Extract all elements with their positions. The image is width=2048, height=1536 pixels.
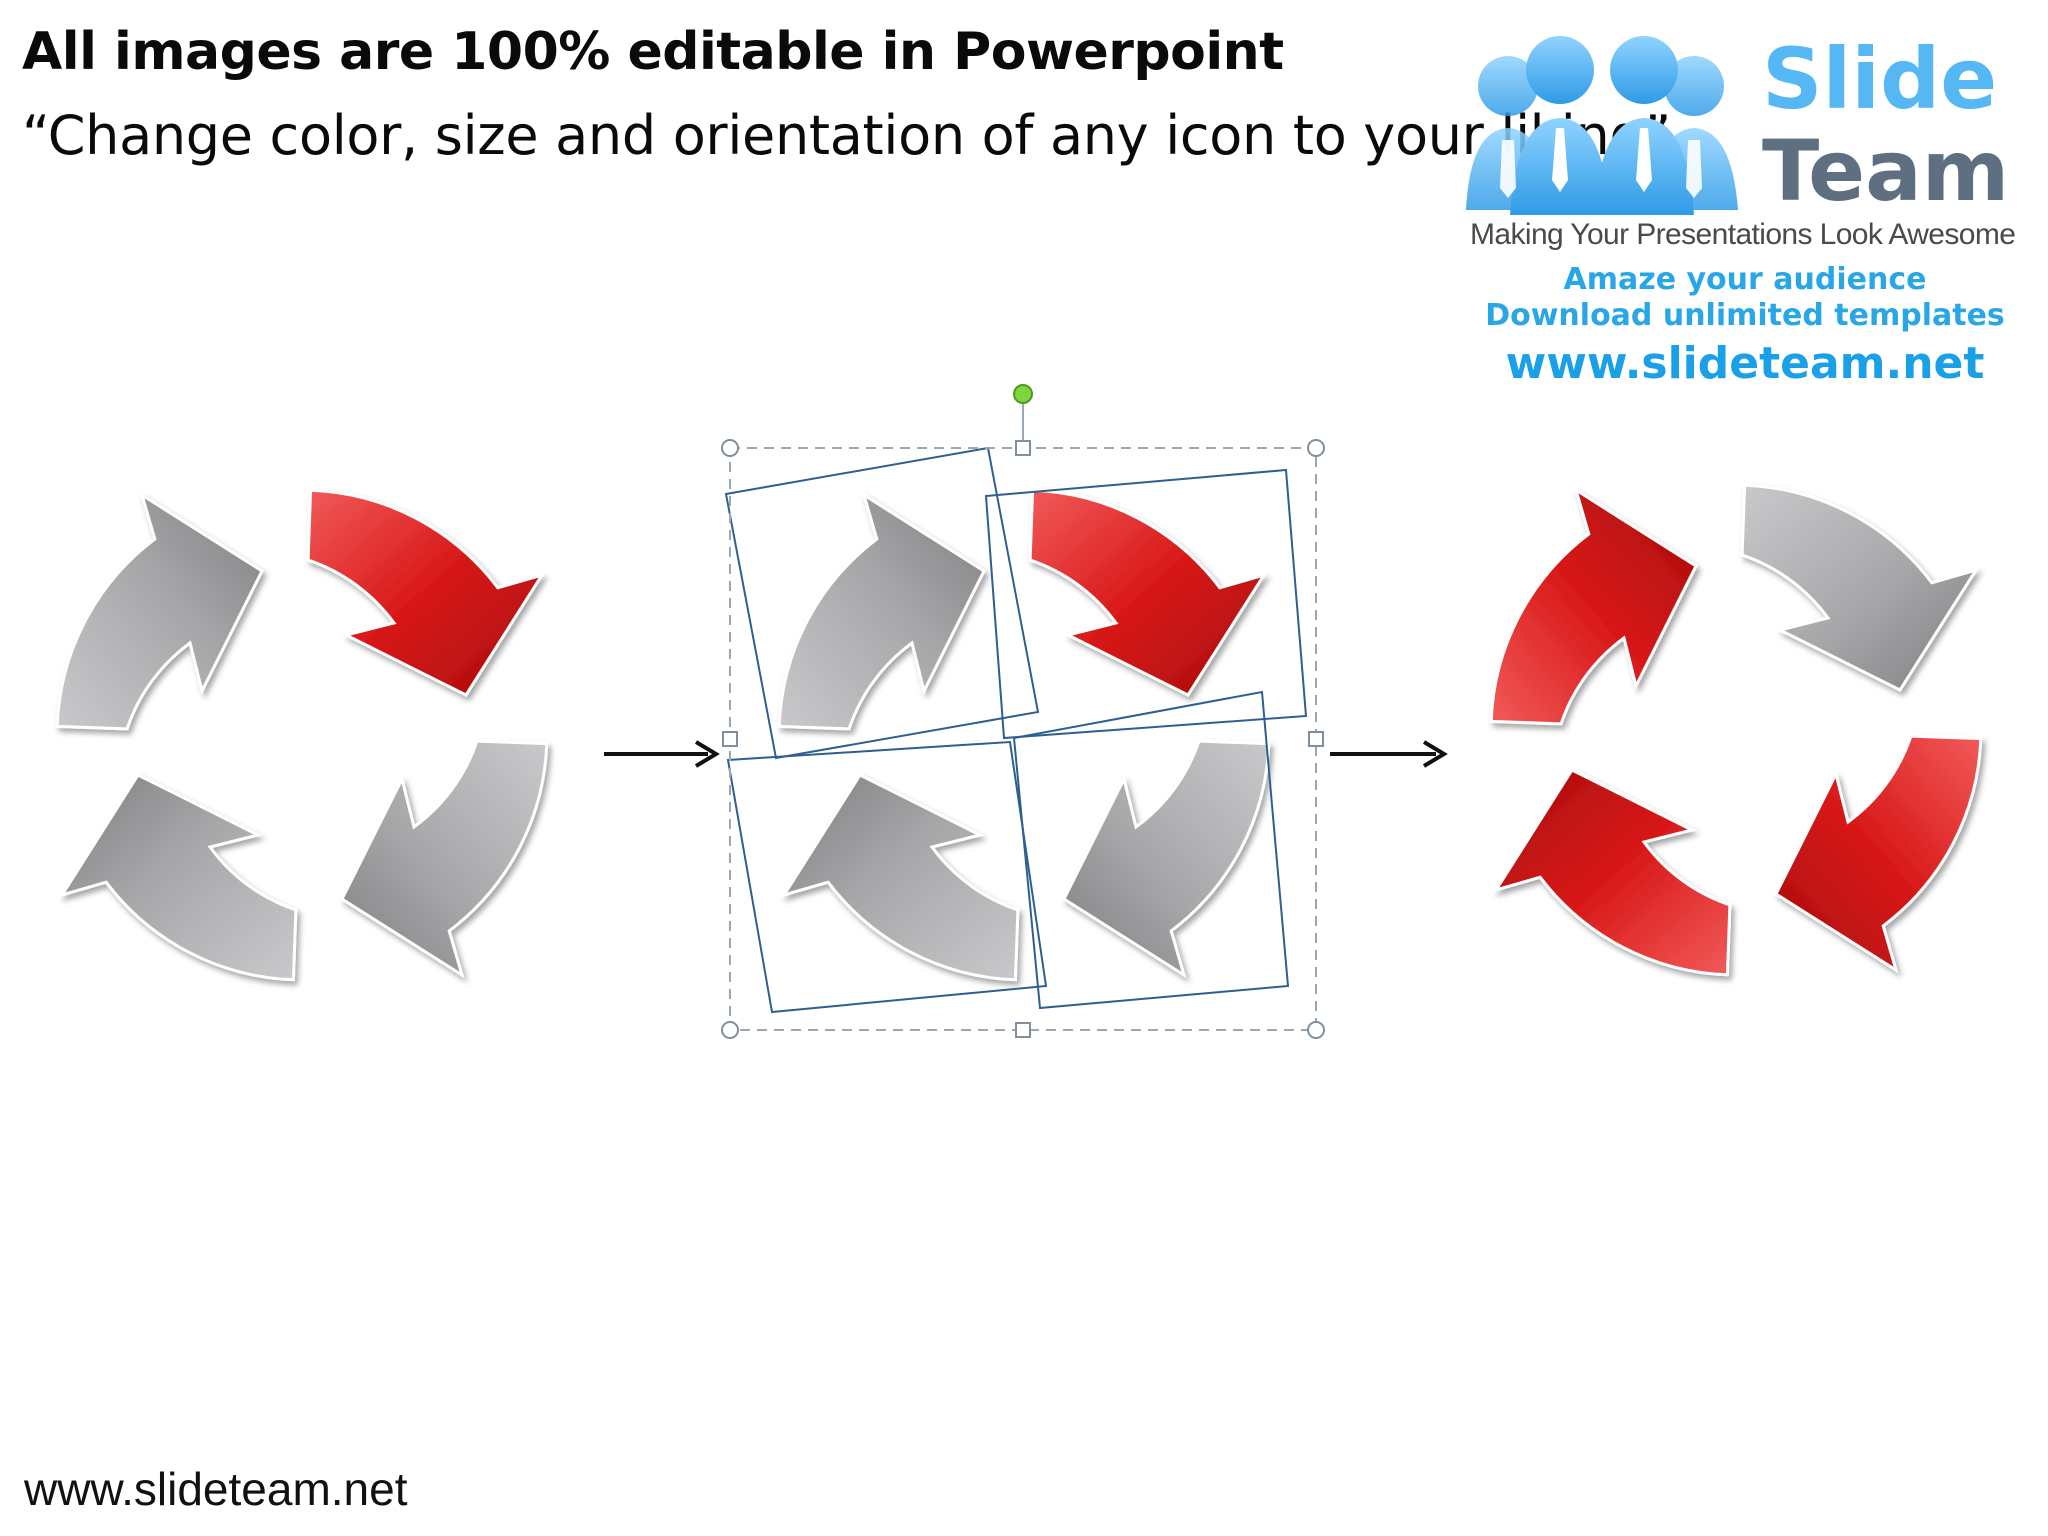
resize-handle-icon[interactable] [1015,440,1031,456]
logo-url-link[interactable]: www.slideteam.net [1505,338,1985,389]
cycle-arrow-red[interactable] [1774,734,1983,972]
original-cycle[interactable] [55,488,549,982]
rotation-handle-icon[interactable] [1013,384,1033,404]
cycle-arrow-gray[interactable] [782,773,1020,982]
flow-arrow-icon [1330,740,1448,768]
logo-promo-templates: Download unlimited templates [1485,298,2005,333]
cycle-arrow-gray[interactable] [55,493,264,731]
resize-handle-icon[interactable] [721,439,739,457]
resize-handle-icon[interactable] [1015,1022,1031,1038]
subheadline: “Change color, size and orientation of a… [22,104,1672,167]
resize-handle-icon[interactable] [1308,731,1324,747]
logo-word-slide: Slide [1762,30,1998,128]
cycle-arrow-red[interactable] [1489,488,1698,726]
resize-handle-icon[interactable] [722,731,738,747]
logo-tagline: Making Your Presentations Look Awesome [1470,218,2016,251]
flow-arrow-icon [604,740,720,768]
cycle-arrow-gray[interactable] [1062,739,1271,977]
cycle-arrow-gray[interactable] [1740,483,1978,692]
people-logo-icon [1466,36,1738,215]
cycle-arrow-red[interactable] [1028,488,1266,697]
logo-word-team: Team [1762,122,2010,220]
cycle-arrow-red[interactable] [306,488,544,697]
recolored-cycle[interactable] [1489,483,1983,977]
shape-selection-boxes[interactable] [724,446,1308,1014]
cycle-arrow-red[interactable] [1494,768,1732,977]
headline: All images are 100% editable in Powerpoi… [22,22,1284,82]
resize-handle-icon[interactable] [1307,439,1325,457]
cycle-arrow-gray[interactable] [340,739,549,977]
selected-cycle[interactable] [777,488,1271,982]
resize-handle-icon[interactable] [721,1021,739,1039]
slideteam-logo[interactable]: Slide Team Making Your Presentations Loo… [1460,20,2030,389]
logo-promo-audience: Amaze your audience [1563,262,1927,297]
footer-url[interactable]: www.slideteam.net [24,1463,408,1515]
cycle-arrow-gray[interactable] [777,493,986,731]
cycle-arrow-gray[interactable] [60,773,298,982]
resize-handle-icon[interactable] [1307,1021,1325,1039]
group-selection-frame[interactable] [721,384,1325,1039]
